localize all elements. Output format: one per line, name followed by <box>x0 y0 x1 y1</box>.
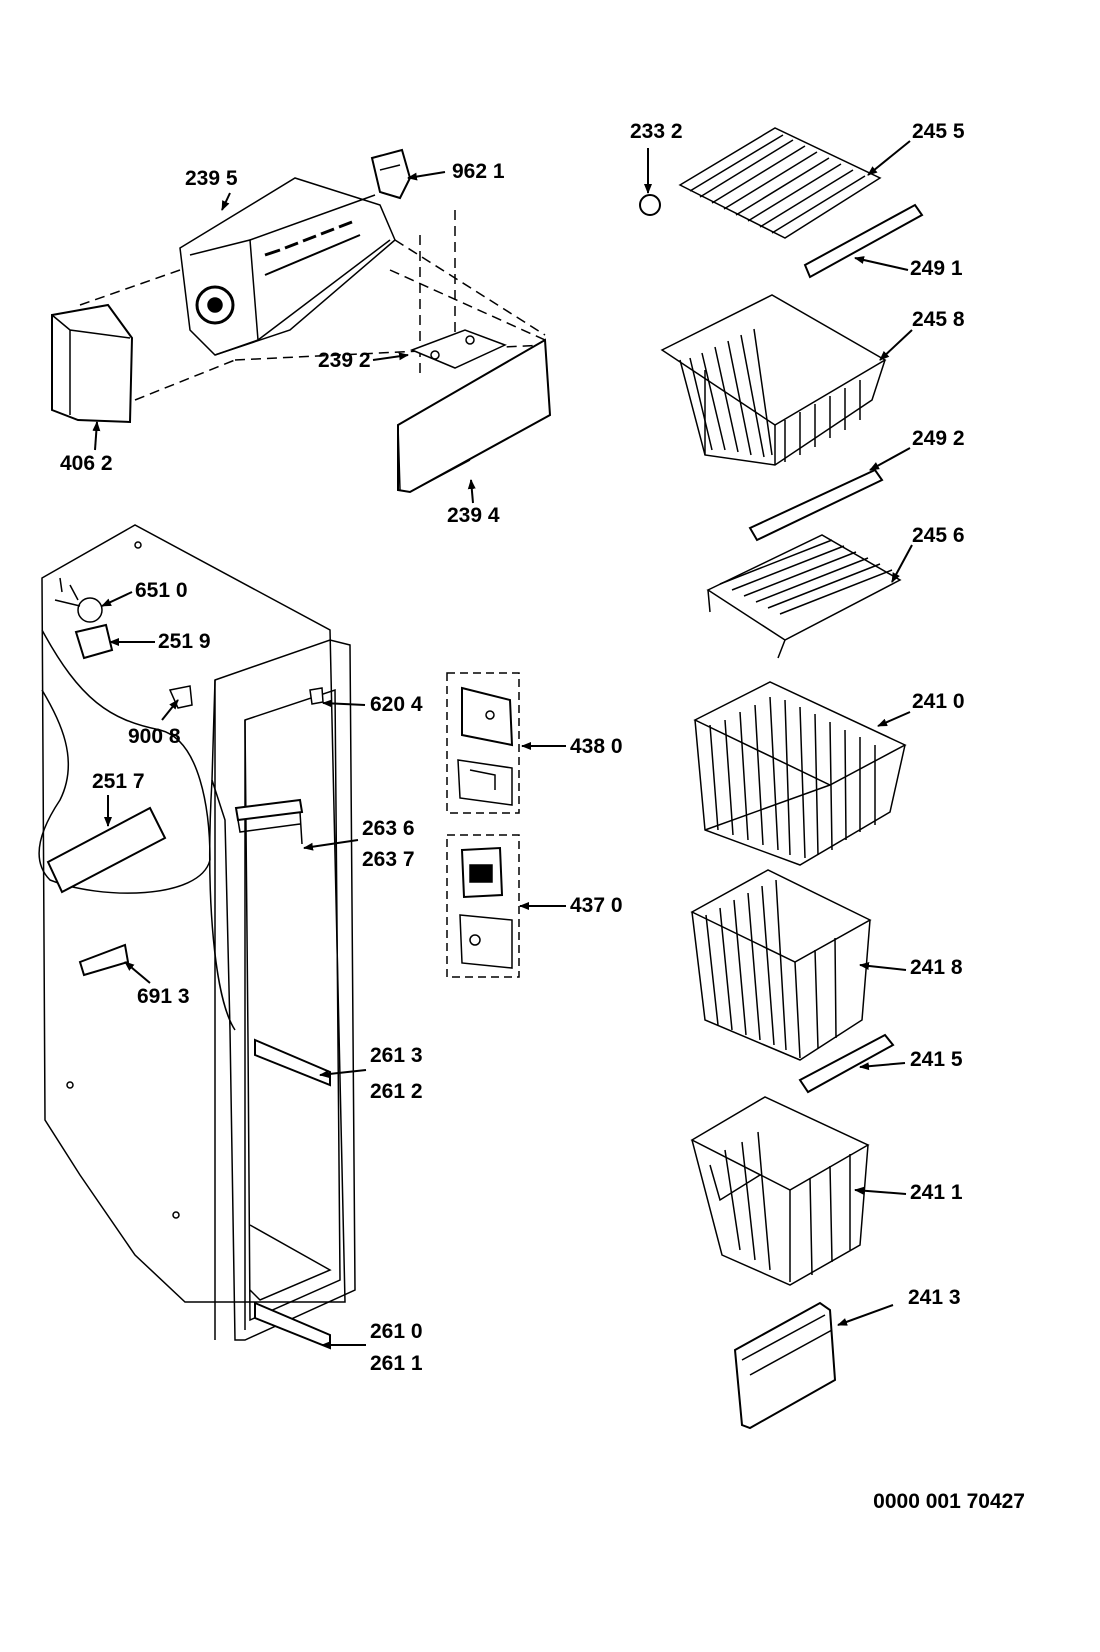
part-label: 263 7 <box>362 848 415 871</box>
part-label: 261 1 <box>370 1352 423 1375</box>
part-label: 249 2 <box>912 427 965 450</box>
leader-arrow <box>891 544 913 583</box>
leader-arrow <box>859 961 907 971</box>
leader-arrow <box>879 329 913 361</box>
part-label: 251 9 <box>158 630 211 653</box>
leader-arrow <box>92 421 101 451</box>
ice-maker-assembly <box>51 148 552 494</box>
part-label: 406 2 <box>60 452 113 475</box>
leader-arrow <box>372 352 409 361</box>
leader-arrow <box>124 961 151 984</box>
part-label: 241 8 <box>910 956 963 979</box>
leader-arrow <box>854 256 909 271</box>
part-label: 261 3 <box>370 1044 423 1067</box>
part-label: 261 0 <box>370 1320 423 1343</box>
leader-arrow <box>467 479 476 504</box>
part-label: 261 2 <box>370 1080 423 1103</box>
control-boards <box>446 672 520 978</box>
leader-arrow <box>869 447 911 471</box>
leader-arrow <box>407 171 446 181</box>
leader-arrow <box>877 711 911 727</box>
leader-arrow <box>837 1304 894 1326</box>
part-label: 241 3 <box>908 1286 961 1309</box>
part-label: 691 3 <box>137 985 190 1008</box>
part-label: 900 8 <box>128 725 181 748</box>
part-label: 241 0 <box>912 690 965 713</box>
part-label: 437 0 <box>570 894 623 917</box>
part-label: 241 5 <box>910 1048 963 1071</box>
leader-arrow <box>867 140 911 176</box>
part-label: 245 5 <box>912 120 965 143</box>
part-labels: 239 5 962 1 239 2 406 2 239 4 233 2 245 5 249 1… <box>60 120 965 1375</box>
leader-arrow <box>221 192 231 211</box>
part-label: 962 1 <box>452 160 505 183</box>
part-label: 620 4 <box>370 693 423 716</box>
part-label: 239 4 <box>447 504 500 527</box>
shelves-and-baskets <box>639 127 924 1430</box>
leader-arrow <box>322 699 366 708</box>
part-label: 239 5 <box>185 167 238 190</box>
leader-arrow <box>101 591 133 607</box>
leader-arrow <box>161 699 179 721</box>
part-label: 233 2 <box>630 120 683 143</box>
part-label: 239 2 <box>318 349 371 372</box>
part-label: 263 6 <box>362 817 415 840</box>
part-label: 249 1 <box>910 257 963 280</box>
leader-arrows <box>92 140 913 1349</box>
part-label: 245 8 <box>912 308 965 331</box>
freezer-cabinet <box>38 524 356 1350</box>
part-label: 251 7 <box>92 770 145 793</box>
leader-arrow <box>859 1062 906 1071</box>
part-label: 438 0 <box>570 735 623 758</box>
reference-code: 0000 001 70427 <box>873 1490 1025 1513</box>
part-label: 651 0 <box>135 579 188 602</box>
part-label: 245 6 <box>912 524 965 547</box>
part-label: 241 1 <box>910 1181 963 1204</box>
leader-arrow <box>319 1069 367 1079</box>
leader-arrow <box>854 1186 907 1195</box>
leader-arrow <box>303 839 359 851</box>
